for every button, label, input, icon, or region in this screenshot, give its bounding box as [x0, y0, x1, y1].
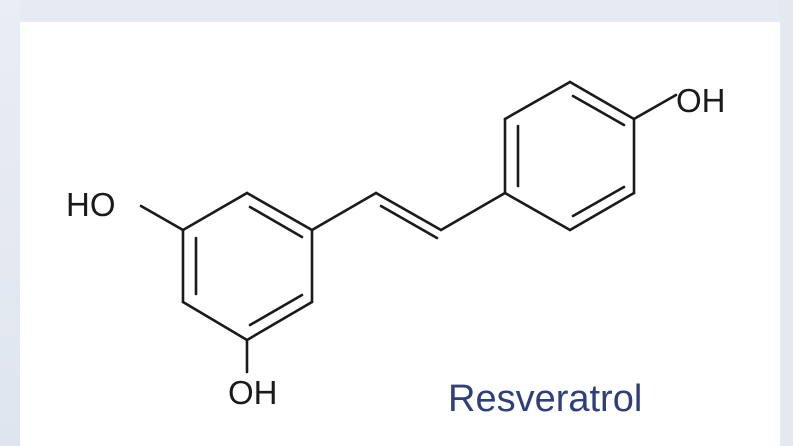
left-ring-bond-3: [245, 300, 314, 342]
vinyl-double-bond-outer: [374, 191, 443, 232]
ho-left-bond: [139, 204, 185, 232]
left-ring-bond-6: [181, 191, 249, 232]
right-ring-bond-4: [568, 80, 636, 121]
right-ring-bond-1: [503, 191, 572, 232]
ho-left-label: HO: [66, 186, 116, 223]
right-ring-bond-5: [503, 80, 572, 121]
left-ring-double-bond-b: [248, 293, 304, 327]
left-ring-bond-4: [181, 300, 249, 342]
oh-top-right-bond: [632, 93, 678, 121]
oh-top-right-label: OH: [676, 82, 726, 119]
right-ring-bond-2: [568, 191, 636, 232]
right-benzene-ring: [503, 80, 636, 232]
right-margin-strip: [780, 0, 793, 446]
left-ring-double-bond-a: [248, 205, 304, 239]
right-ring-double-bond-b: [571, 185, 626, 218]
left-benzene-ring: [181, 191, 314, 342]
oh-bottom-label: OH: [228, 374, 278, 411]
molecule-name-caption: Resveratrol: [448, 378, 643, 420]
vinyl-double-bond-inner: [379, 204, 439, 240]
vinyl-bridge: [310, 191, 507, 240]
right-ring-double-bond-c: [571, 94, 626, 127]
vinyl-bond-2: [439, 191, 507, 232]
vinyl-bond-1: [310, 191, 378, 232]
left-ring-bond-1: [245, 191, 314, 232]
content-panel: [20, 22, 780, 446]
left-margin-strip: [0, 0, 20, 446]
